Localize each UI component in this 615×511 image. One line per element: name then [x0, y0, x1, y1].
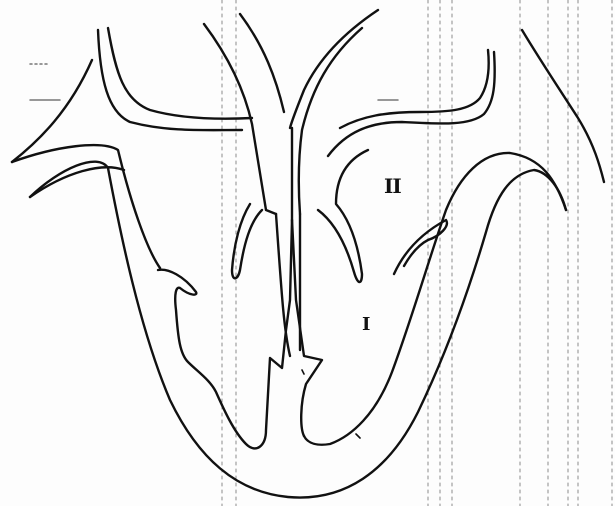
chamber-label-lower: I — [362, 314, 370, 335]
scan-specks — [30, 64, 398, 100]
heart-outer-wall — [30, 162, 566, 498]
scan-artifact-lines — [222, 0, 612, 506]
right-inner-branch — [318, 150, 368, 282]
apex-mark — [302, 370, 360, 438]
aorta-right-trunk — [290, 10, 378, 214]
left-upper-vessel — [98, 28, 252, 130]
right-ventricle-cavity — [292, 220, 322, 436]
aorta-left-trunk — [204, 14, 284, 214]
chamber-label-upper: II — [384, 174, 401, 198]
far-right-vessel — [522, 30, 604, 182]
right-wall-inner — [304, 153, 566, 445]
left-vessel-arm — [12, 60, 124, 197]
right-upper-vessel — [328, 50, 495, 156]
